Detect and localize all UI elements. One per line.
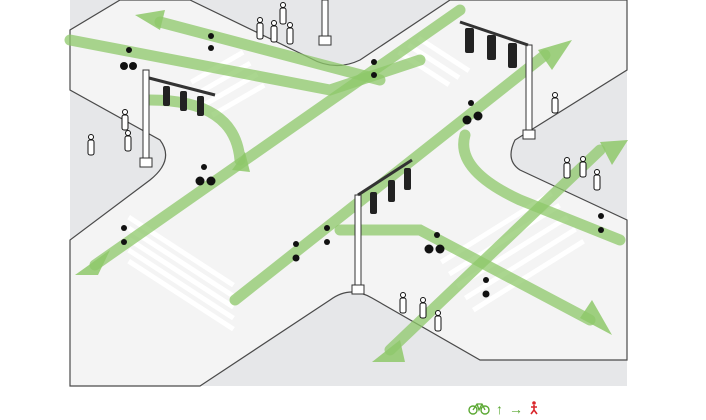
cyclist	[482, 277, 490, 298]
signal-head	[197, 96, 204, 116]
pedestrian	[419, 297, 427, 319]
cyclist	[121, 225, 127, 245]
through-arrow-ne	[229, 49, 551, 306]
pedestrian	[270, 20, 278, 43]
arrow-up-icon: ↑	[496, 401, 503, 417]
pedestrian	[124, 130, 132, 152]
cyclist	[371, 59, 377, 78]
pedestrian-icon	[529, 401, 539, 417]
arrowhead-nw	[135, 10, 165, 30]
cyclist	[195, 164, 216, 186]
through-arrow-nw-2	[154, 16, 386, 86]
through-arrow-sw	[89, 4, 466, 271]
through-arrow-nw	[64, 34, 426, 96]
arrowhead-turn-west	[232, 152, 250, 172]
cyclist	[120, 47, 137, 70]
pedestrian	[579, 156, 587, 178]
pole-east	[525, 44, 533, 136]
signal-poles	[139, 0, 536, 295]
pole-north	[321, 0, 329, 41]
pedestrian	[121, 109, 129, 131]
traffic-signals	[163, 28, 517, 214]
cyclist	[208, 33, 214, 51]
signal-head	[163, 86, 170, 106]
pedestrian	[87, 134, 95, 156]
crosswalk-west	[127, 215, 235, 332]
crosswalks	[127, 35, 585, 332]
pedestrian	[399, 292, 407, 314]
signal-head	[487, 35, 496, 60]
pedestrian	[593, 169, 601, 191]
pedestrian	[256, 17, 264, 40]
pedestrian	[434, 310, 442, 332]
legend: ↑ →	[468, 400, 539, 418]
pedestrian	[286, 22, 294, 45]
arrowhead-sw-ped	[372, 340, 405, 362]
arrowhead-ne	[538, 40, 572, 70]
signal-head	[388, 180, 395, 202]
cyclists	[120, 33, 604, 298]
bicycle-icon	[468, 401, 490, 417]
signal-head	[404, 168, 411, 190]
arrowhead-se	[580, 300, 612, 335]
pole-south	[354, 194, 362, 291]
arrow-heads	[75, 10, 628, 362]
cyclist	[424, 232, 445, 254]
cyclist	[462, 100, 483, 125]
pedestrian	[279, 2, 287, 25]
pole-west	[142, 69, 150, 166]
pedestrian	[563, 157, 571, 179]
pedestrian	[551, 92, 559, 114]
signal-head	[508, 43, 517, 68]
arrowhead-sw	[75, 250, 110, 275]
signal-head	[370, 192, 377, 214]
pedestrians	[87, 2, 601, 332]
arrow-right-icon: →	[509, 401, 523, 417]
cyclist	[598, 213, 604, 233]
cyclist	[292, 241, 300, 262]
signal-head	[465, 28, 474, 53]
turn-arrow-east	[458, 129, 626, 246]
cyclist	[324, 225, 330, 245]
signal-head	[180, 91, 187, 111]
through-arrow-se	[334, 224, 596, 326]
arrowhead-ne-ped	[600, 140, 628, 165]
